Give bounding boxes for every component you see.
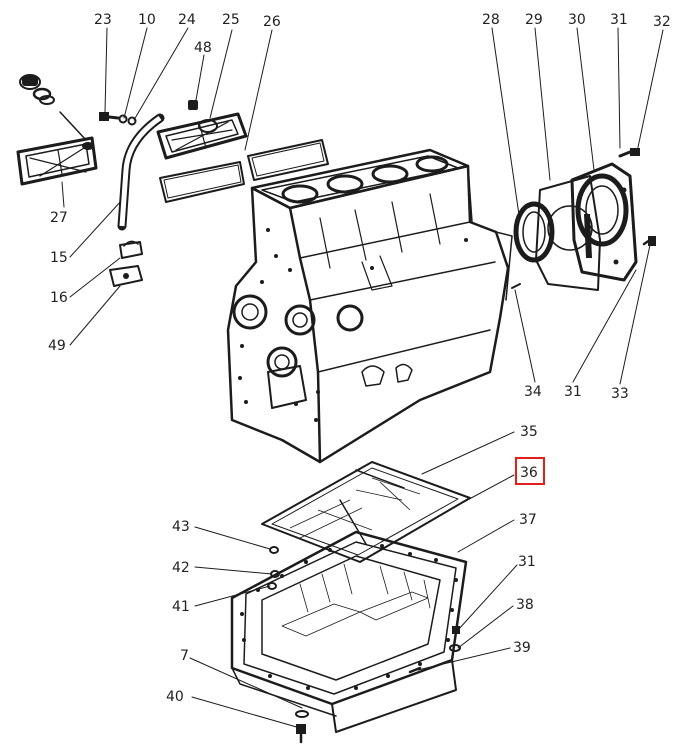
bolt-32 — [618, 148, 640, 158]
callout-41: 41 — [172, 599, 190, 615]
filler-cap — [19, 74, 55, 105]
callout-31-top: 31 — [610, 12, 628, 28]
bolt-33 — [642, 236, 656, 246]
bolt-31-sump — [452, 626, 460, 634]
seal-housing-30 — [570, 162, 638, 282]
callout-30: 30 — [568, 12, 586, 28]
rear-oil-seal-28 — [513, 201, 555, 263]
gasket-26b — [247, 139, 329, 181]
callout-15: 15 — [50, 250, 68, 266]
callout-49: 49 — [48, 338, 66, 354]
oil-sump-37 — [230, 530, 468, 733]
callout-32: 32 — [653, 14, 671, 30]
callout-23: 23 — [94, 12, 112, 28]
callout-7: 7 — [180, 648, 189, 664]
washer-43 — [269, 546, 279, 554]
leader-lines — [61, 27, 664, 729]
dipstick-guide-39 — [408, 666, 422, 674]
callout-35: 35 — [520, 424, 538, 440]
washer-7 — [295, 710, 309, 718]
clip-16 — [119, 240, 143, 259]
highlight-box-36 — [515, 457, 545, 485]
callout-33: 33 — [611, 386, 629, 402]
callout-27: 27 — [50, 210, 68, 226]
callout-25: 25 — [222, 12, 240, 28]
washer-38 — [449, 644, 461, 652]
callout-31-mid: 31 — [564, 384, 582, 400]
washer-42 — [270, 570, 280, 578]
sump-gasket-35 — [261, 461, 471, 563]
screw-41 — [267, 582, 277, 590]
callout-10: 10 — [138, 12, 156, 28]
callout-16: 16 — [50, 290, 68, 306]
callout-31-low: 31 — [518, 554, 536, 570]
breather-cover-27 — [16, 111, 98, 186]
cylinder-block — [226, 148, 513, 464]
callout-36: 36 — [520, 465, 538, 481]
callout-28: 28 — [482, 12, 500, 28]
callout-labels: 23 10 24 25 26 48 28 29 30 31 32 27 15 1… — [48, 12, 671, 705]
callout-34: 34 — [524, 384, 542, 400]
side-cover-25 — [156, 100, 248, 160]
callout-38: 38 — [516, 597, 534, 613]
bolt-23 — [99, 112, 137, 126]
callout-24: 24 — [178, 12, 196, 28]
callout-26: 26 — [263, 14, 281, 30]
callout-39: 39 — [513, 640, 531, 656]
breather-hose-15 — [117, 113, 165, 231]
callout-40: 40 — [166, 689, 184, 705]
callout-42: 42 — [172, 560, 190, 576]
dowel-34 — [511, 283, 521, 289]
callout-48: 48 — [194, 40, 212, 56]
callout-29: 29 — [525, 12, 543, 28]
gasket-26a — [159, 161, 245, 203]
callout-43: 43 — [172, 519, 190, 535]
callout-37: 37 — [519, 512, 537, 528]
drain-plug-40 — [296, 724, 306, 744]
plate-49 — [109, 265, 143, 287]
